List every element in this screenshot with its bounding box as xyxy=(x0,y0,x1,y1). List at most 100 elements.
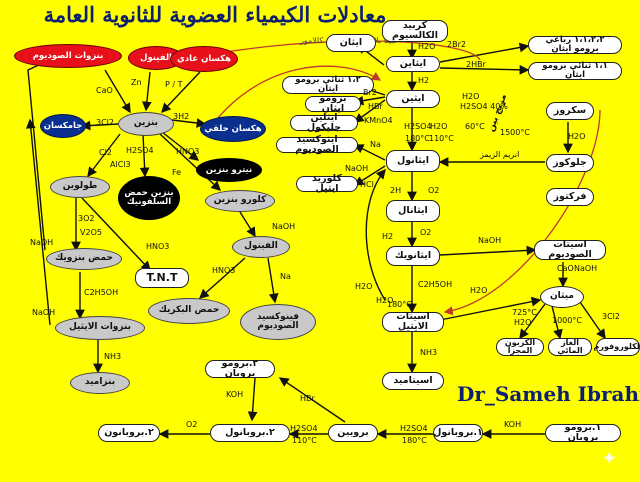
label-c2h5oh-a: C2H5OH xyxy=(84,288,119,297)
arrow-methane-watergas xyxy=(551,305,563,340)
node-1-propanol: ١.بروبانول xyxy=(433,424,483,442)
node-tetrabromoethane: ١،١،٢،٢ رباعي برومو ايثان xyxy=(528,36,622,54)
label-180c-b: 180°C xyxy=(387,300,412,309)
arrow-ethylbenzoate-benzoate xyxy=(25,118,51,326)
label-koh-a: KOH xyxy=(226,390,244,399)
label-naoh-f: NaOH xyxy=(574,264,598,273)
label-180c-c: 180°C xyxy=(402,436,427,445)
label-fe: Fe xyxy=(172,168,182,177)
arrow-ethyne-dibromo11 xyxy=(439,64,530,75)
arrow-methane-chloroform xyxy=(579,301,606,340)
label-na-b: Na xyxy=(370,140,381,149)
node-bromoethane: برومو ايثان xyxy=(305,94,361,113)
red-arrow-left xyxy=(209,65,382,129)
arrow-ethanoic-naacetate xyxy=(439,245,537,256)
node-sodium-ethoxide: ايثوكسيد الصوديوم xyxy=(276,135,358,154)
node-ethene: ايثين xyxy=(386,90,440,108)
arrow-benzene-sulfonic xyxy=(139,133,150,178)
label-h2so4-d: H2SO4 xyxy=(290,424,318,433)
label-enzyme: انزيم الزيمز xyxy=(480,150,520,159)
arrow-2bromo-2propanol xyxy=(247,377,258,422)
arrow-ethylacetate-naacetate xyxy=(439,296,542,321)
node-ethyl-chloride: كلوريد ايثيل xyxy=(296,174,358,193)
node-2-propanone: ٢.بروبانون xyxy=(98,424,160,442)
label-kmno4: KMnO4 xyxy=(364,116,393,125)
label-nh3-b: NH3 xyxy=(420,348,438,357)
node-sodium-acetate: اسيتات الصوديوم xyxy=(534,240,606,260)
node-benzenesulfonic: بنزين حمض السلفونيك xyxy=(118,176,180,220)
arrow-benzoate-benzene xyxy=(104,69,131,114)
label-naoh-d: NaOH xyxy=(345,164,369,173)
label-h2so4-b: H2SO4 xyxy=(404,122,432,131)
arrow-ethene-glycol xyxy=(353,99,386,123)
arrow-phenol-phenoxide xyxy=(267,257,279,304)
label-60c: 60°C xyxy=(465,122,485,131)
label-3cl2: 3Cl2 xyxy=(96,118,114,127)
node-hexane-normal: هكسان عادي xyxy=(170,46,238,72)
label-cl2-a: Cl2 xyxy=(99,148,112,157)
node-ethyl-benzoate: بنزوات الايثيل xyxy=(55,316,145,340)
label-h2so4-c: H2SO4 40% xyxy=(460,102,508,111)
label-2br2: 2Br2 xyxy=(447,40,466,49)
arrow-phenol-picric xyxy=(198,257,246,299)
label-hno3-c: HNO3 xyxy=(146,242,170,251)
label-h2o-f: H2O xyxy=(470,286,488,295)
arrow-toluene-tnt xyxy=(81,197,151,272)
arrow-benzene-cyclohexane xyxy=(171,118,207,128)
node-benzamide: بنزاميد xyxy=(70,372,130,394)
label-naoh-a: NaOH xyxy=(272,222,296,231)
node-dibromoethane-12: ١،٢ ثنائي برومو ايثان xyxy=(282,76,374,94)
label-nh3-a: NH3 xyxy=(104,352,122,361)
label-725c: 725°C xyxy=(512,308,537,317)
node-heptane: جامكسان xyxy=(40,114,86,138)
label-1500c: 1500°C xyxy=(500,128,530,137)
node-sodium-phenoxide: فينوكسيد الصوديوم xyxy=(240,304,316,340)
node-chlorobenzene: كلورو بنزين xyxy=(205,190,275,212)
arrow-propene-2bromo xyxy=(278,377,346,423)
label-zn: Zn xyxy=(131,78,142,87)
node-ethanal: ايثانال xyxy=(386,200,440,222)
label-pt: P / T xyxy=(165,80,183,89)
arrow-ethyne-tetrabromo xyxy=(439,42,530,63)
label-hno3-a: HNO3 xyxy=(176,147,200,156)
node-chloroform: الكلوروفورم xyxy=(594,338,640,356)
node-2-bromopropane-top: ٢.برومو بروبان xyxy=(205,359,275,378)
node-calcium-carbide: كربيد الكالسيوم xyxy=(382,20,448,42)
label-h2so4-e: H2SO4 xyxy=(400,424,428,433)
label-2hbr: 2HBr xyxy=(466,60,486,69)
label-h2o-c: H2O xyxy=(462,92,480,101)
red-arrow-right xyxy=(443,109,601,316)
arrow-hexane-benzene xyxy=(161,71,201,114)
label-hcl: HCl xyxy=(360,180,374,189)
label-o2-b: O2 xyxy=(420,228,432,237)
label-naoh-e: NaOH xyxy=(478,236,502,245)
arrow-benzene-toluene xyxy=(87,133,121,178)
node-ethane: ايثان xyxy=(326,34,376,52)
label-h2so4-a: H2SO4 xyxy=(126,146,154,155)
node-carbon-black: الكربون المجزأ xyxy=(496,338,544,356)
node-fructose: فركتوز xyxy=(546,188,594,206)
label-koh-b: KOH xyxy=(504,420,522,429)
label-h2-c: H2 xyxy=(382,232,394,241)
label-h2o-e: H2O xyxy=(376,296,394,305)
node-ethanoic-acid: ايثانويك xyxy=(386,246,440,266)
label-h2o-a: H2O xyxy=(418,42,436,51)
node-1-bromopropane: ١.برومو بروبان xyxy=(545,423,621,442)
node-cyclohexane: هكسان حلقي xyxy=(200,116,266,142)
arrow-chloro-phenol xyxy=(239,211,256,238)
label-h2-a: H2 xyxy=(418,76,430,85)
label-cao: CaO xyxy=(96,86,113,95)
node-sodium-benzoate: بنزوات الصوديوم xyxy=(14,44,122,68)
node-toluene: طولوين xyxy=(50,176,110,198)
node-glucose: جلوكوز xyxy=(546,154,594,172)
label-110c-a: 110°C xyxy=(429,134,454,143)
label-naoh-b: NaOH xyxy=(30,238,54,247)
label-1000c: 1000°C xyxy=(552,316,582,325)
node-phenol: الفينول xyxy=(232,236,290,258)
author-signature: Dr_Sameh Ibrahim xyxy=(457,382,640,406)
arrow-benzene-chloro xyxy=(159,133,222,191)
node-2-propanol: ٢.بروبانول xyxy=(210,424,290,442)
label-alcl3: AlCl3 xyxy=(110,160,131,169)
label-cao-b: CaO xyxy=(557,264,574,273)
